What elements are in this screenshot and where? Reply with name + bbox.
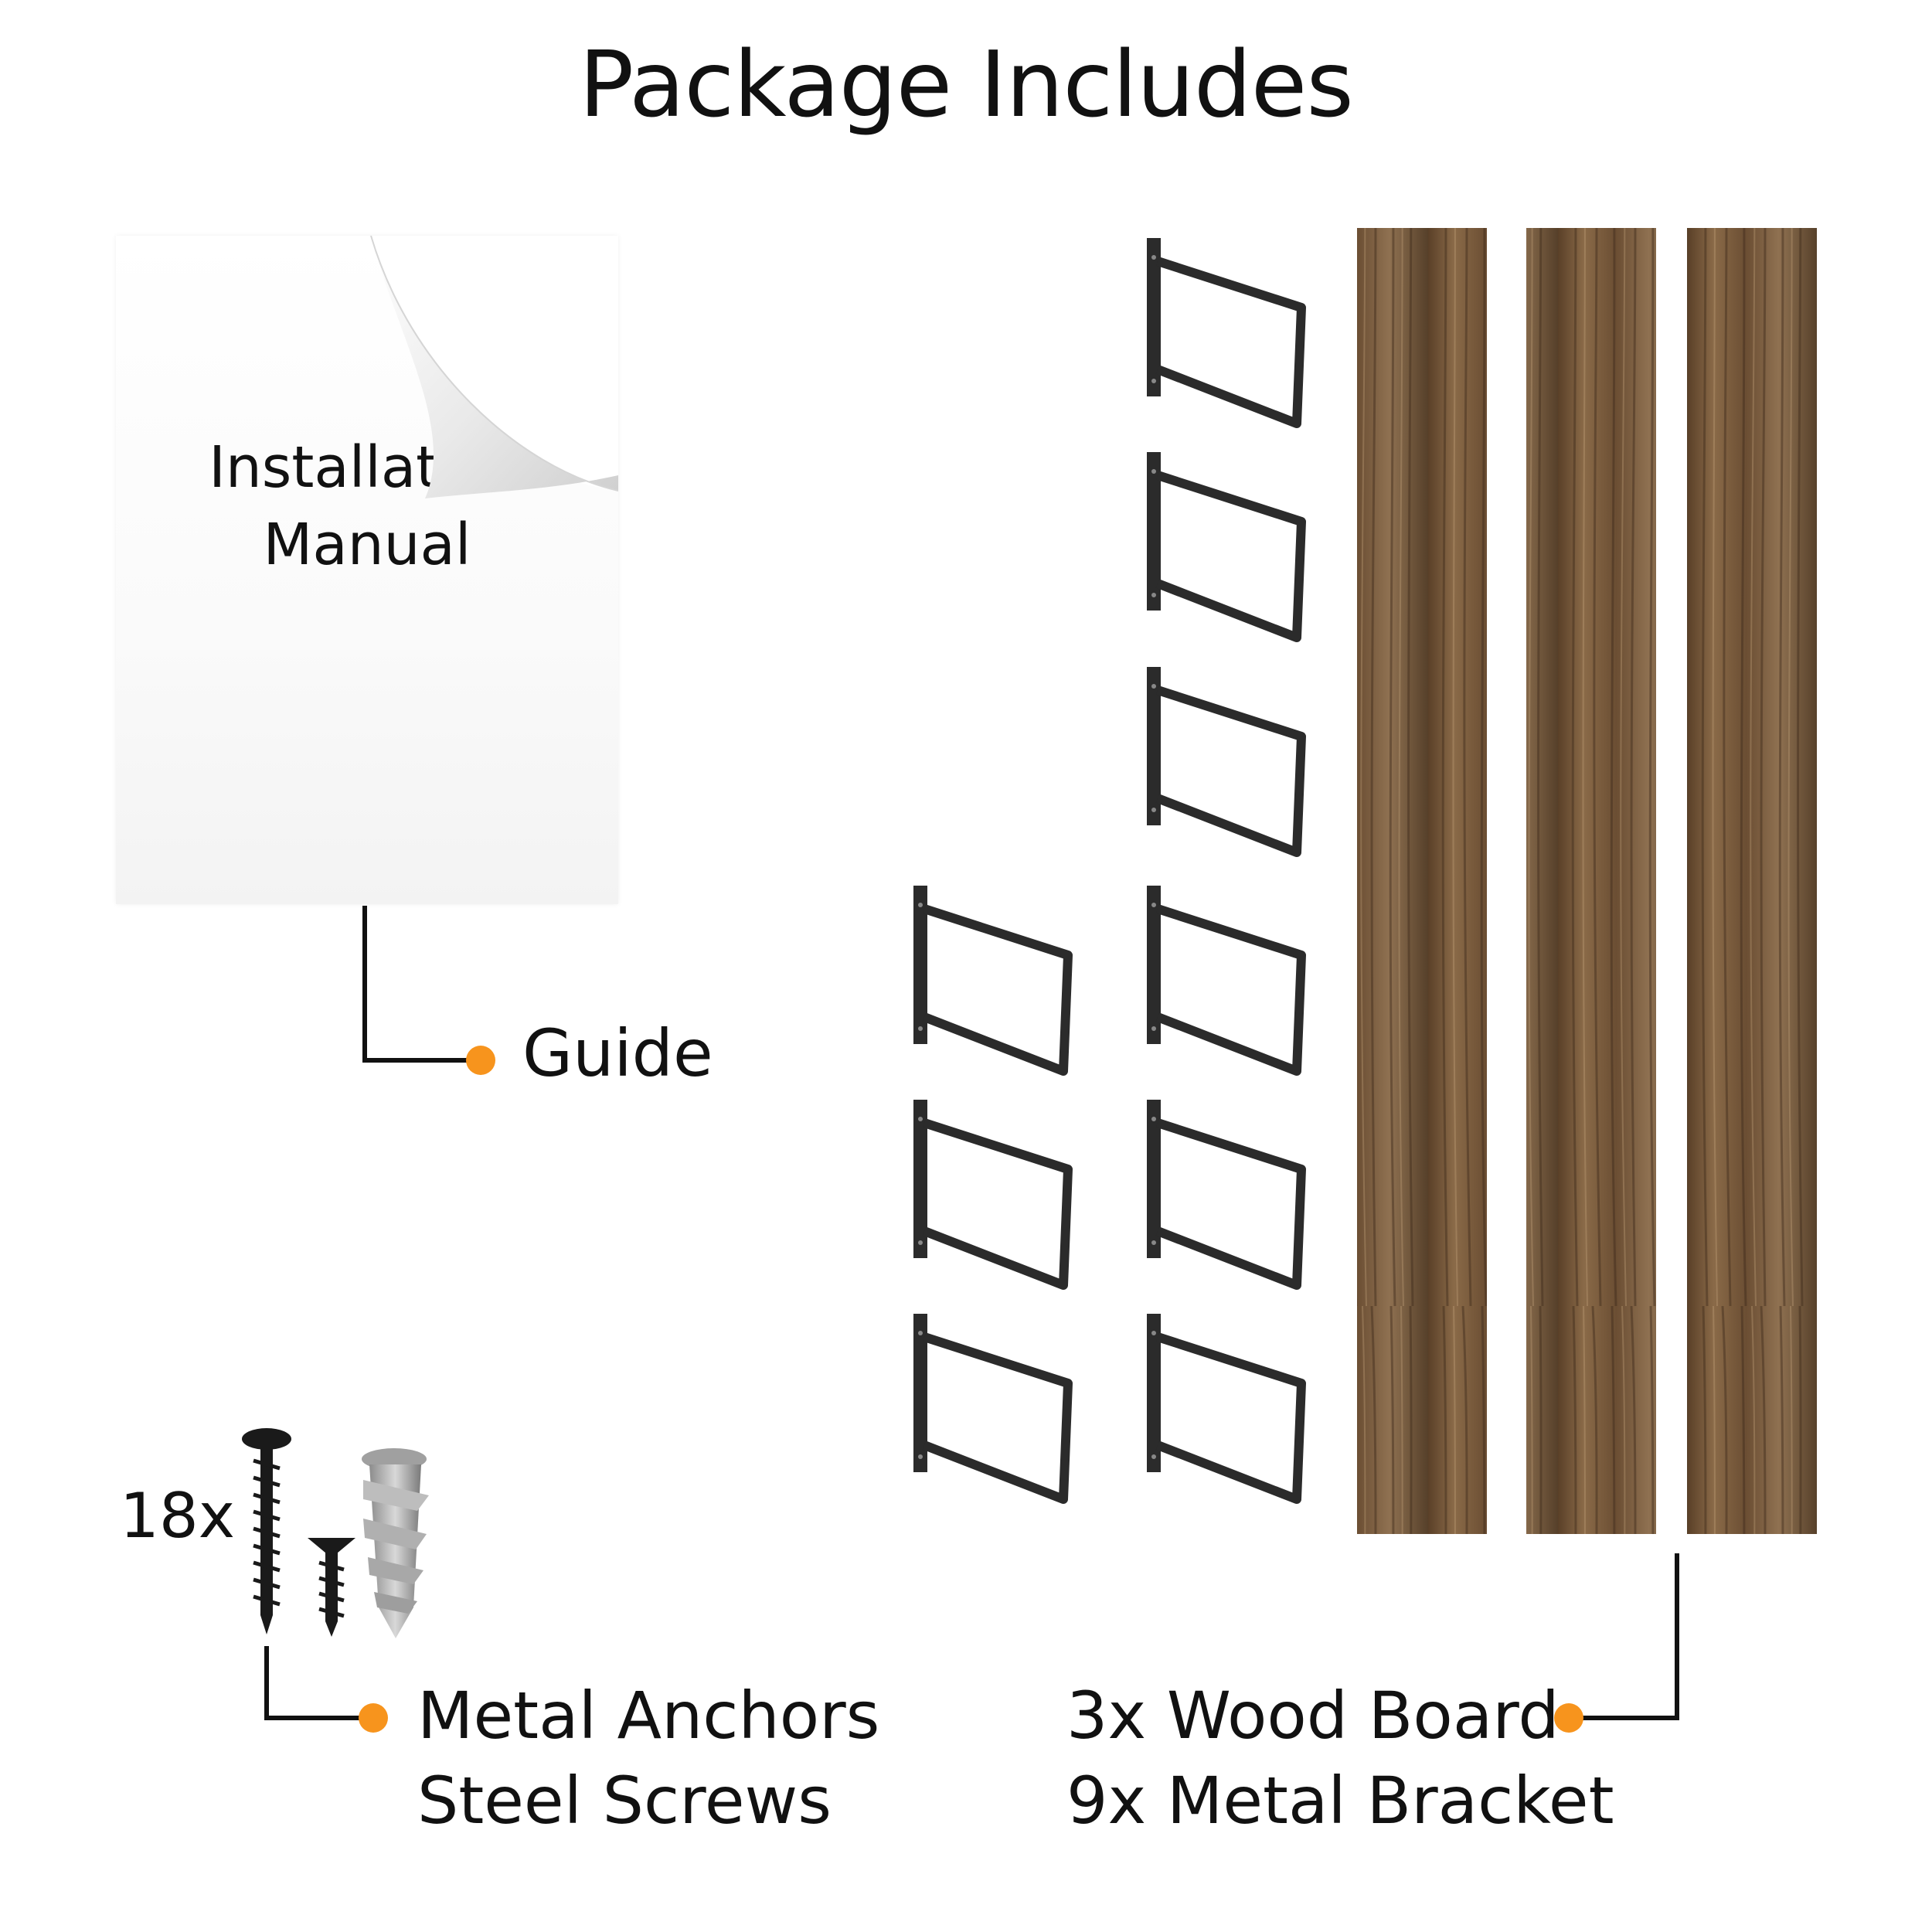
shelves-label-line1: 3x Wood Board xyxy=(1066,1678,1560,1753)
hardware-label-line1: Metal Anchors xyxy=(417,1678,880,1753)
metal-anchor-icon xyxy=(362,1448,429,1638)
hardware-label: Metal Anchors Steel Screws xyxy=(417,1673,879,1843)
page-title: Package Includes xyxy=(579,31,1354,138)
manual-title-line2: Manual xyxy=(263,512,471,578)
wood-board-icon xyxy=(1357,228,1487,1534)
shelves-label-line2: 9x Metal Bracket xyxy=(1066,1763,1614,1838)
guide-dot-icon xyxy=(466,1046,495,1075)
hardware-label-line2: Steel Screws xyxy=(417,1763,832,1838)
guide-label: Guide xyxy=(522,1015,713,1091)
long-screw-icon xyxy=(242,1428,291,1634)
hardware-count: 18x xyxy=(120,1480,236,1552)
hardware-dot-icon xyxy=(359,1703,388,1733)
wood-board-icon xyxy=(1687,228,1817,1534)
page-curl-icon xyxy=(370,236,618,498)
wood-board-icon xyxy=(1526,228,1656,1534)
shelves-label: 3x Wood Board 9x Metal Bracket xyxy=(1066,1673,1614,1843)
installation-manual: Installation Manual xyxy=(116,236,618,904)
short-screw-icon xyxy=(308,1538,355,1637)
shelves-dot-icon xyxy=(1554,1703,1583,1733)
